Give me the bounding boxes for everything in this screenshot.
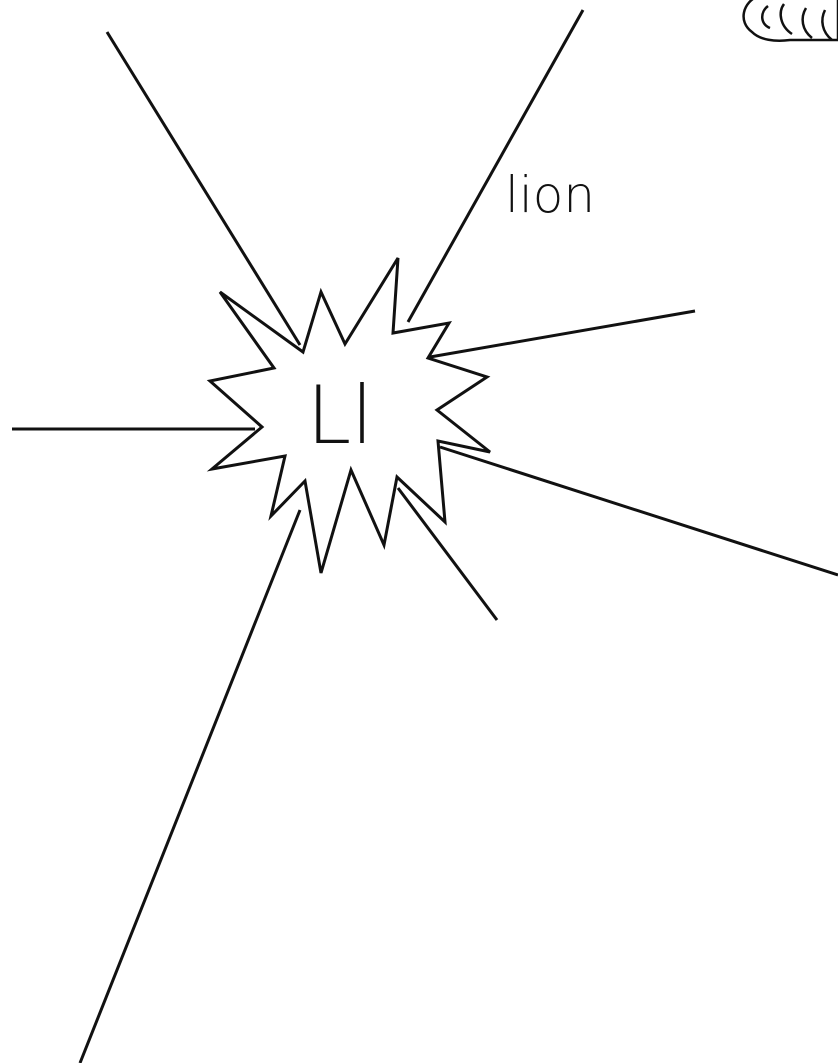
center-letters: Ll bbox=[307, 369, 374, 462]
spoke-line-right bbox=[430, 311, 695, 357]
spoke-line-bottom-left bbox=[80, 510, 300, 1063]
spoke-line-lower-right bbox=[440, 447, 838, 575]
cartoon-paw-icon bbox=[744, 0, 838, 41]
spoke-line-top-left bbox=[107, 32, 300, 345]
word-label-lion: lion bbox=[505, 166, 595, 224]
spoke-line-short-bottom-right bbox=[398, 488, 497, 620]
spokes bbox=[12, 10, 838, 1063]
